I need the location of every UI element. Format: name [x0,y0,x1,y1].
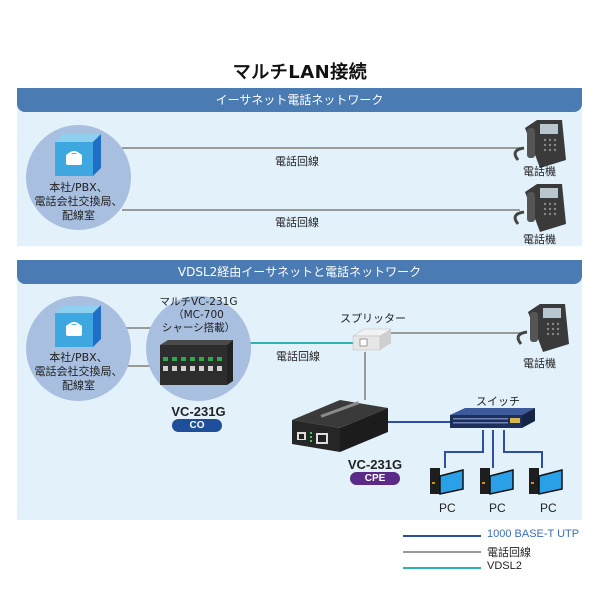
co-model-label: VC-231G [171,404,226,419]
legend-swatch-utp [403,535,481,537]
section1-header: イーサネット電話ネットワーク [17,88,582,112]
co-device-caption: マルチVC-231G （MC-700 シャーシ搭載） [159,296,238,334]
s1-phone-label-2: 電話機 [523,233,556,246]
s2-source-label: 本社/PBX、 電話会社交換局、 配線室 [34,351,123,392]
vdsl2-line-label: 電話回線 [276,350,320,363]
cpe-model-label: VC-231G [347,457,403,472]
switch-label: スイッチ [476,395,520,408]
section2-header: VDSL2経由イーサネットと電話ネットワーク [17,260,582,284]
switch-pc1-line [444,430,484,468]
legend-swatch-vdsl2 [403,567,481,569]
co-badge: CO [172,419,222,432]
s1-line-label-2: 電話回線 [275,216,319,229]
cpe-badge: CPE [350,472,400,485]
pc-label-2: PC [489,501,506,515]
pc-label-3: PC [540,501,557,515]
splitter-label: スプリッター [340,312,406,325]
legend-swatch-phone-line [403,551,481,553]
diagram-title: マルチLAN接続 [232,62,368,83]
s1-phone-label-1: 電話機 [523,165,556,178]
switch-pc3-line [503,430,543,468]
s1-source-label: 本社/PBX、 電話会社交換局、 配線室 [34,181,123,222]
pc-label-1: PC [439,501,456,515]
s2-phone-label: 電話機 [523,357,556,370]
s1-line-label-1: 電話回線 [275,155,319,168]
